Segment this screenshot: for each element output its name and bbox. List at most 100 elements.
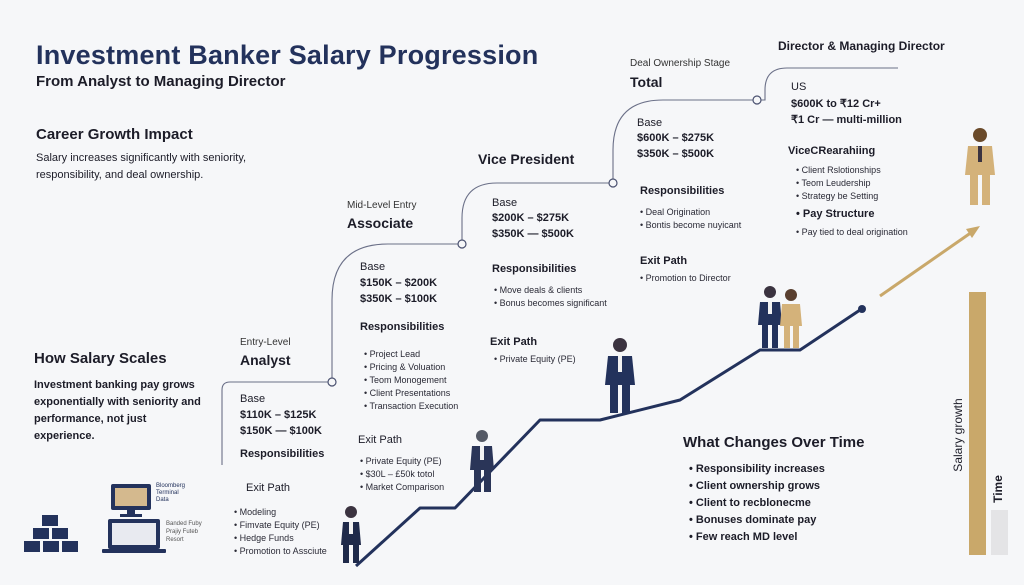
changes-list: Responsibility increases Client ownershi… bbox=[689, 461, 825, 546]
monitor-icon bbox=[111, 484, 151, 517]
list-item: Bontis become nuyicant bbox=[640, 219, 742, 232]
career-path-line bbox=[221, 67, 898, 465]
md-vice-list: Client Rslotionships Teom Leudership Str… bbox=[796, 164, 881, 203]
list-item: Client Rslotionships bbox=[796, 164, 881, 177]
career-growth-heading: Career Growth Impact bbox=[36, 126, 193, 143]
list-item: Private Equity (PE) bbox=[360, 455, 444, 468]
list-item: Private Equity (PE) bbox=[494, 353, 576, 366]
analyst-figure-icon bbox=[341, 506, 361, 563]
associate-base-label: Base bbox=[360, 261, 386, 273]
vp-exit-label: Exit Path bbox=[490, 336, 538, 348]
analyst-exit-list: Modeling Fimvate Equity (PE) Hedge Funds… bbox=[234, 506, 327, 558]
total-level-label: Deal Ownership Stage bbox=[630, 58, 731, 69]
monitor-caption-line: Data bbox=[156, 497, 169, 503]
list-item: Fimvate Equity (PE) bbox=[234, 519, 327, 532]
associate-pay-line: $150K – $200K bbox=[360, 277, 438, 289]
md-title: Director & Managing Director bbox=[778, 39, 945, 53]
salary-scales-text: Investment banking pay grows exponential… bbox=[34, 379, 201, 442]
total-pay: $600K – $275K $350K – $500K bbox=[637, 130, 714, 162]
list-item: Bonuses dominate pay bbox=[689, 512, 825, 529]
analyst-base-label: Base bbox=[240, 393, 266, 405]
career-growth-text: Salary increases significantly with seni… bbox=[36, 152, 247, 181]
vp-pay-line: $200K – $275K bbox=[492, 212, 570, 224]
associate-node bbox=[457, 239, 467, 249]
gold-arrow-head bbox=[966, 226, 980, 238]
list-item: Client Presentations bbox=[364, 387, 458, 400]
associate-level-label: Mid-Level Entry bbox=[347, 200, 417, 211]
page-title: Investment Banker Salary Progression bbox=[36, 40, 539, 70]
vp-exit-list: Private Equity (PE) bbox=[494, 353, 576, 366]
associate-pay: $150K – $200K $350K – $100K bbox=[360, 275, 437, 307]
list-item: $30L – £50k totol bbox=[360, 468, 444, 481]
total-responsibilities-label: Responsibilities bbox=[640, 185, 725, 197]
director-pair-icon bbox=[758, 286, 802, 348]
salary-scales-heading: How Salary Scales bbox=[34, 350, 167, 367]
total-exit-list: Promotion to Director bbox=[640, 272, 731, 285]
vp-responsibilities-label: Responsibilities bbox=[492, 263, 577, 275]
salary-growth-bar bbox=[969, 292, 986, 555]
vp-pay-line: $350K — $500K bbox=[492, 228, 574, 240]
list-item: Hedge Funds bbox=[234, 532, 327, 545]
time-label: Time bbox=[991, 475, 1005, 503]
analyst-pay: $110K – $125K $150K — $100K bbox=[240, 407, 322, 439]
list-item: Bonus becomes significant bbox=[494, 297, 607, 310]
analyst-pay-line: $110K – $125K bbox=[240, 409, 317, 421]
list-item: Modeling bbox=[234, 506, 327, 519]
md-pay-structure-list: Pay tied to deal origination bbox=[796, 226, 908, 239]
analyst-level-label: Entry-Level bbox=[240, 337, 291, 348]
associate-title: Associate bbox=[347, 215, 414, 231]
md-pay-structure-label: • Pay Structure bbox=[796, 208, 875, 220]
total-pay-line: $350K – $500K bbox=[637, 148, 715, 160]
vp-responsibilities-list: Move deals & clients Bonus becomes signi… bbox=[494, 284, 607, 310]
list-item: Move deals & clients bbox=[494, 284, 607, 297]
total-pay-line: $600K – $275K bbox=[637, 132, 715, 144]
list-item: Project Lead bbox=[364, 348, 458, 361]
analyst-pay-line: $150K — $100K bbox=[240, 425, 322, 437]
associate-exit-list: Private Equity (PE) $30L – £50k totol Ma… bbox=[360, 455, 445, 494]
associate-responsibilities-label: Responsibilities bbox=[360, 321, 445, 333]
list-item: Deal Origination bbox=[640, 206, 741, 219]
staircase-line bbox=[354, 308, 861, 568]
md-vice-label: ViceCRearahiing bbox=[788, 145, 876, 157]
vp-pay: $200K – $275K $350K — $500K bbox=[492, 210, 574, 242]
list-item: Promotion to Assciute bbox=[234, 545, 327, 558]
analyst-title: Analyst bbox=[240, 352, 291, 368]
associate-figure-icon bbox=[470, 430, 494, 492]
md-pay-line: $600K to ₹12 Cr+ bbox=[791, 98, 881, 110]
staircase-end-dot bbox=[858, 305, 866, 313]
list-item: Teom Monogement bbox=[364, 374, 458, 387]
list-item: Responsibility increases bbox=[689, 461, 825, 478]
page-subtitle: From Analyst to Managing Director bbox=[36, 73, 286, 90]
list-item: Few reach MD level bbox=[689, 529, 825, 546]
laptop-caption-line: Banded Fuby bbox=[166, 521, 202, 527]
vp-figure-icon bbox=[605, 338, 635, 413]
list-item: Teom Leudership bbox=[796, 177, 881, 190]
md-figure-icon bbox=[965, 128, 995, 205]
list-item: Promotion to Director bbox=[640, 272, 731, 285]
list-item: Client to recblonecme bbox=[689, 495, 825, 512]
associate-exit-label: Exit Path bbox=[358, 434, 403, 446]
analyst-exit-label: Exit Path bbox=[246, 482, 291, 494]
laptop-caption: Banded Fuby Prajiy Futeb Resort bbox=[166, 520, 202, 544]
time-bar bbox=[991, 510, 1008, 555]
analyst-responsibilities-label: Responsibilities bbox=[240, 448, 325, 460]
changes-heading: What Changes Over Time bbox=[683, 434, 865, 451]
laptop-caption-line: Resort bbox=[166, 537, 184, 543]
total-base-label: Base bbox=[637, 117, 663, 129]
list-item: Market Comparison bbox=[360, 481, 445, 494]
list-item: Transaction Execution bbox=[364, 400, 459, 413]
gold-bars-icon bbox=[24, 515, 78, 552]
md-pay-line: ₹1 Cr — multi-million bbox=[791, 114, 902, 126]
md-region: US bbox=[791, 81, 807, 93]
list-item: Pricing & Voluation bbox=[364, 361, 458, 374]
total-responsibilities-list: Deal Origination Bontis become nuyicant bbox=[640, 206, 742, 232]
laptop-icon bbox=[102, 519, 166, 553]
director-node bbox=[752, 95, 762, 105]
salary-growth-label: Salary growth bbox=[951, 398, 965, 472]
list-item: Pay tied to deal origination bbox=[796, 226, 908, 239]
total-exit-label: Exit Path bbox=[640, 255, 688, 267]
md-pay-structure-text: Pay Structure bbox=[802, 208, 875, 220]
associate-responsibilities-list: Project Lead Pricing & Voluation Teom Mo… bbox=[364, 348, 459, 413]
total-title: Total bbox=[630, 74, 663, 90]
